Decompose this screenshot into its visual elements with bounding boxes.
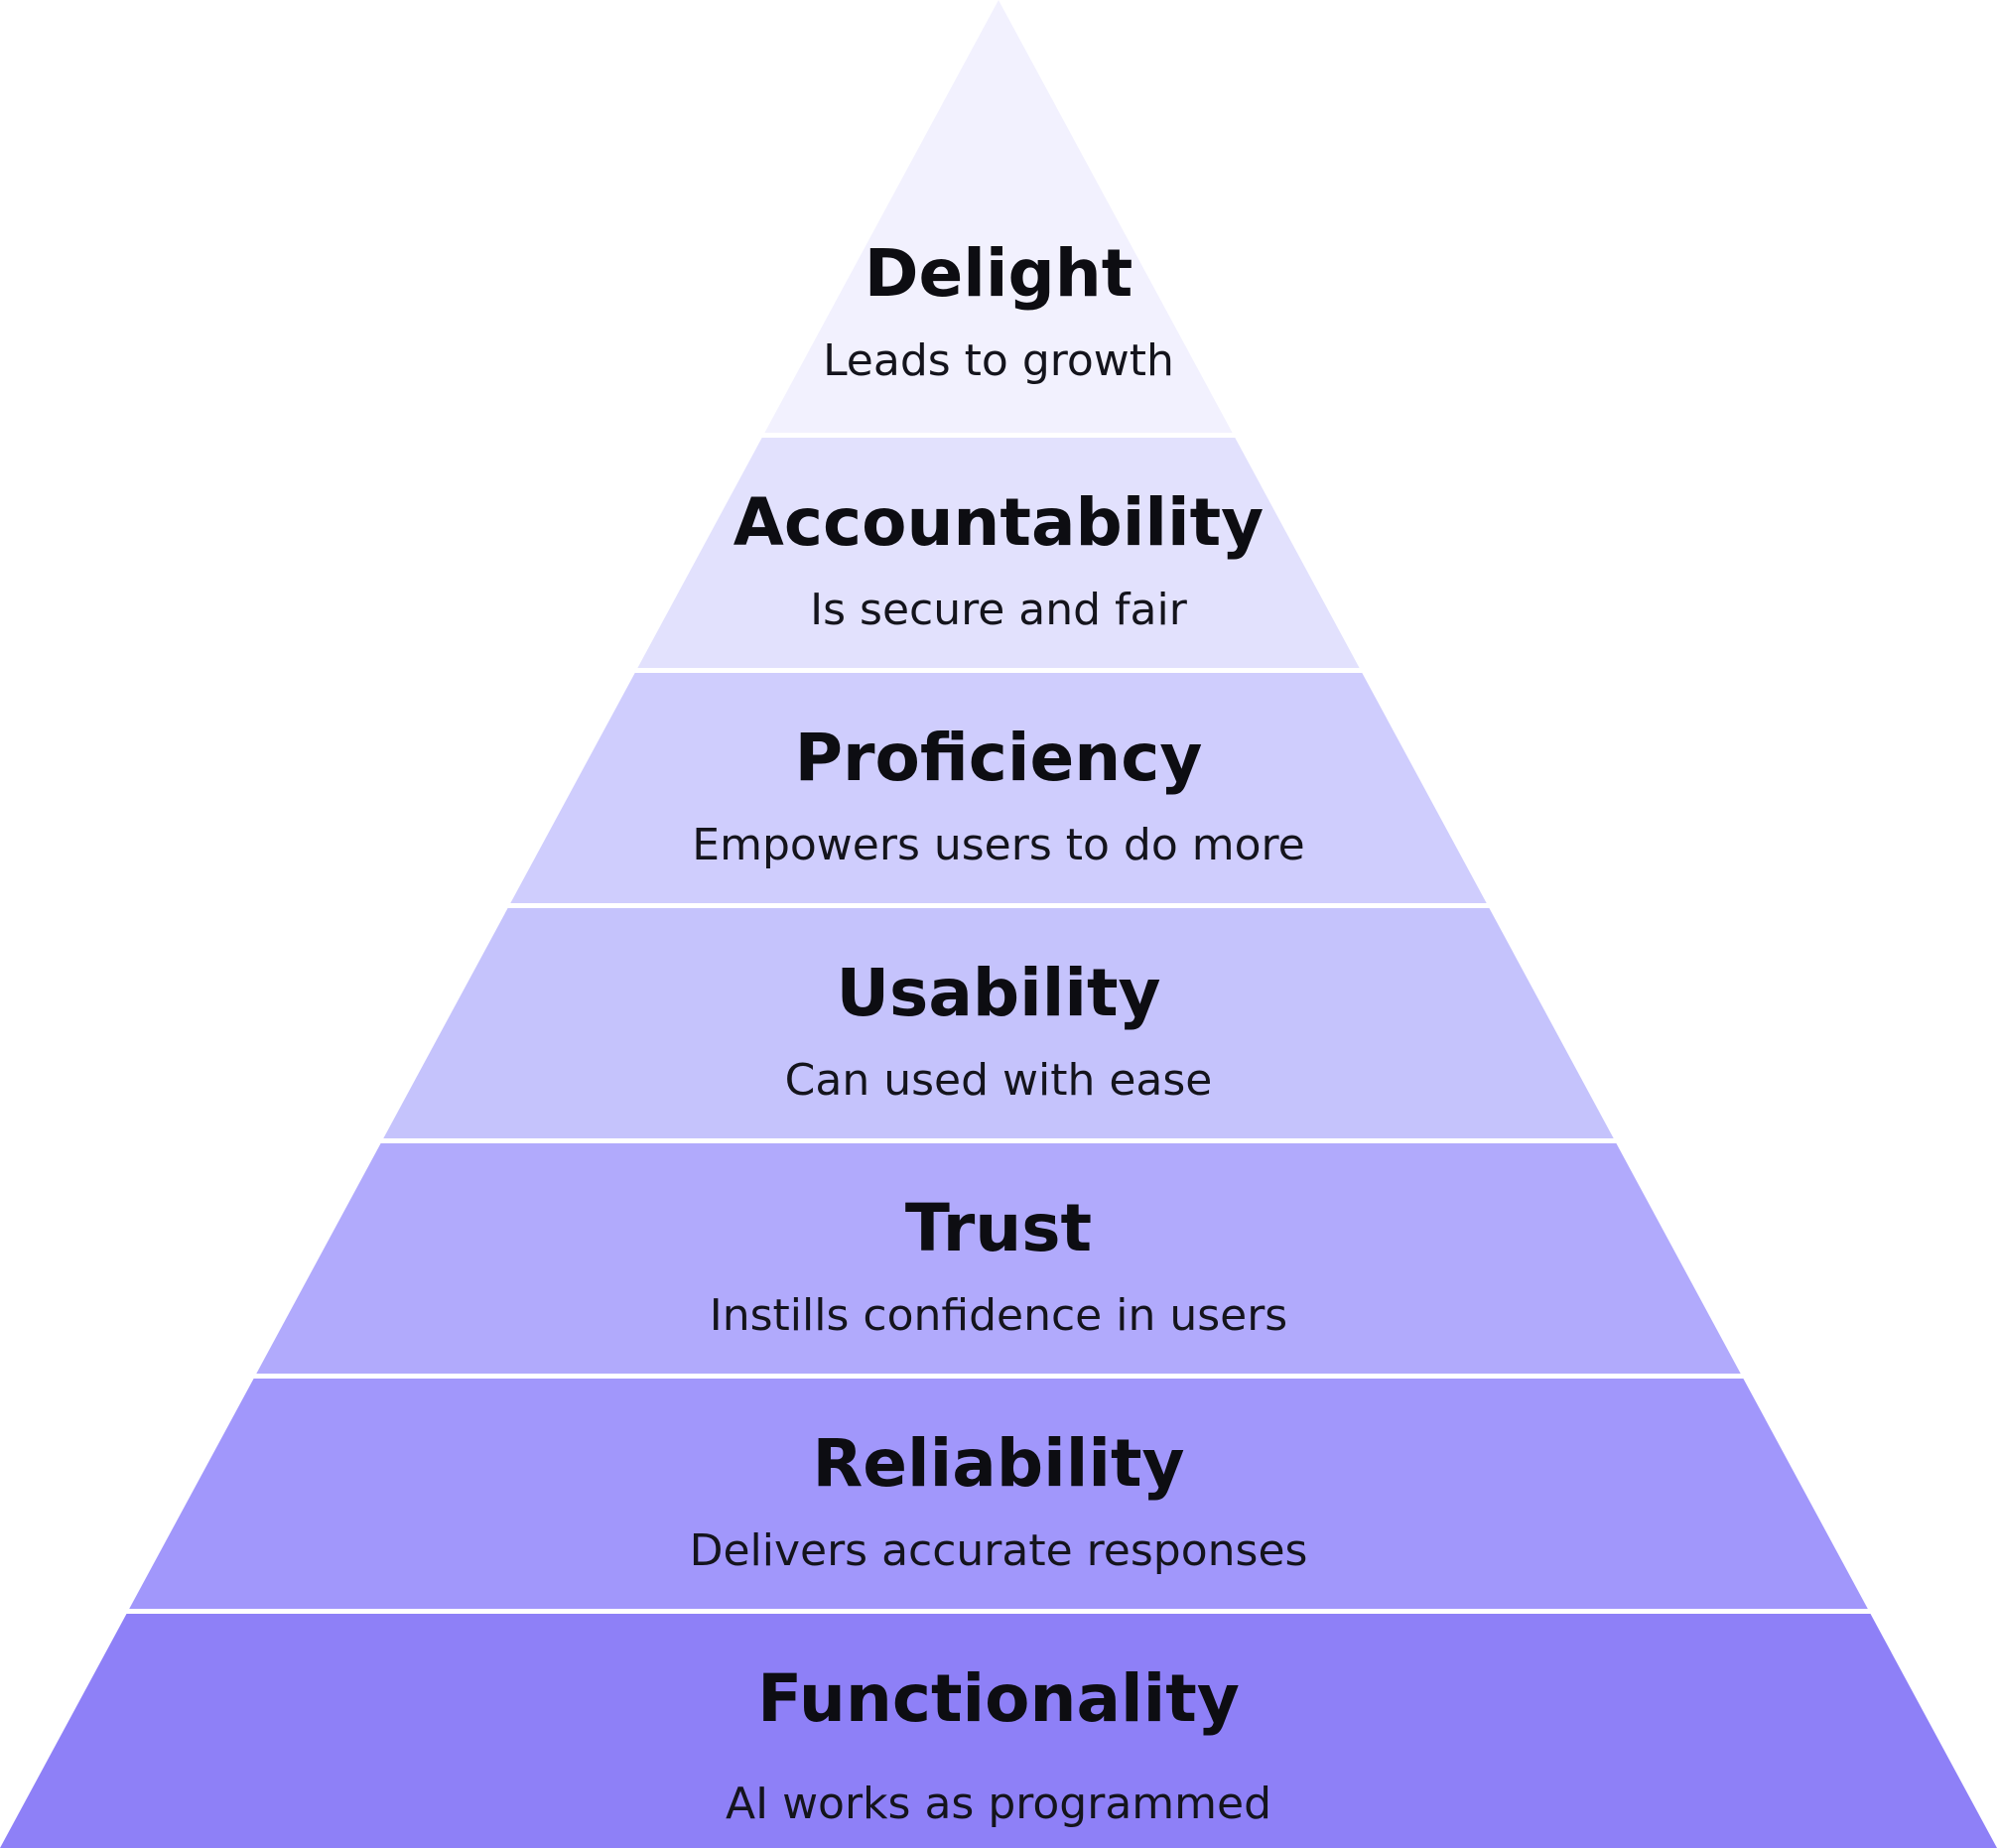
tier-band-accountability [637, 438, 1360, 668]
pyramid-tier-functionality: Functionality AI works as programmed [0, 1614, 1997, 1848]
pyramid-tier-accountability: Accountability Is secure and fair [637, 438, 1360, 668]
tier-band-delight [764, 0, 1233, 433]
pyramid-tier-trust: Trust Instills confidence in users [256, 1143, 1741, 1374]
tier-title-trust: Trust [905, 1190, 1092, 1266]
tier-title-accountability: Accountability [733, 484, 1264, 561]
tier-subtitle-trust: Instills confidence in users [710, 1290, 1287, 1341]
tier-band-functionality [0, 1614, 1997, 1848]
tier-band-proficiency [510, 673, 1487, 903]
tier-title-functionality: Functionality [757, 1660, 1240, 1737]
pyramid-tier-reliability: Reliability Delivers accurate responses [129, 1379, 1868, 1609]
tier-band-usability [383, 908, 1614, 1138]
tier-band-reliability [129, 1379, 1868, 1609]
tier-title-delight: Delight [865, 235, 1133, 312]
tier-subtitle-delight: Leads to growth [823, 335, 1174, 386]
tier-subtitle-functionality: AI works as programmed [726, 1779, 1271, 1829]
pyramid-tier-usability: Usability Can used with ease [383, 908, 1614, 1138]
pyramid-tier-delight: Delight Leads to growth [764, 0, 1233, 433]
pyramid-tier-proficiency: Proficiency Empowers users to do more [510, 673, 1487, 903]
tier-title-reliability: Reliability [812, 1425, 1184, 1502]
tier-subtitle-proficiency: Empowers users to do more [692, 820, 1304, 870]
tier-title-usability: Usability [836, 955, 1160, 1031]
tier-subtitle-usability: Can used with ease [785, 1055, 1213, 1106]
tier-title-proficiency: Proficiency [795, 720, 1203, 796]
tier-subtitle-reliability: Delivers accurate responses [690, 1525, 1308, 1576]
tier-band-trust [256, 1143, 1741, 1374]
tier-subtitle-accountability: Is secure and fair [810, 585, 1188, 635]
